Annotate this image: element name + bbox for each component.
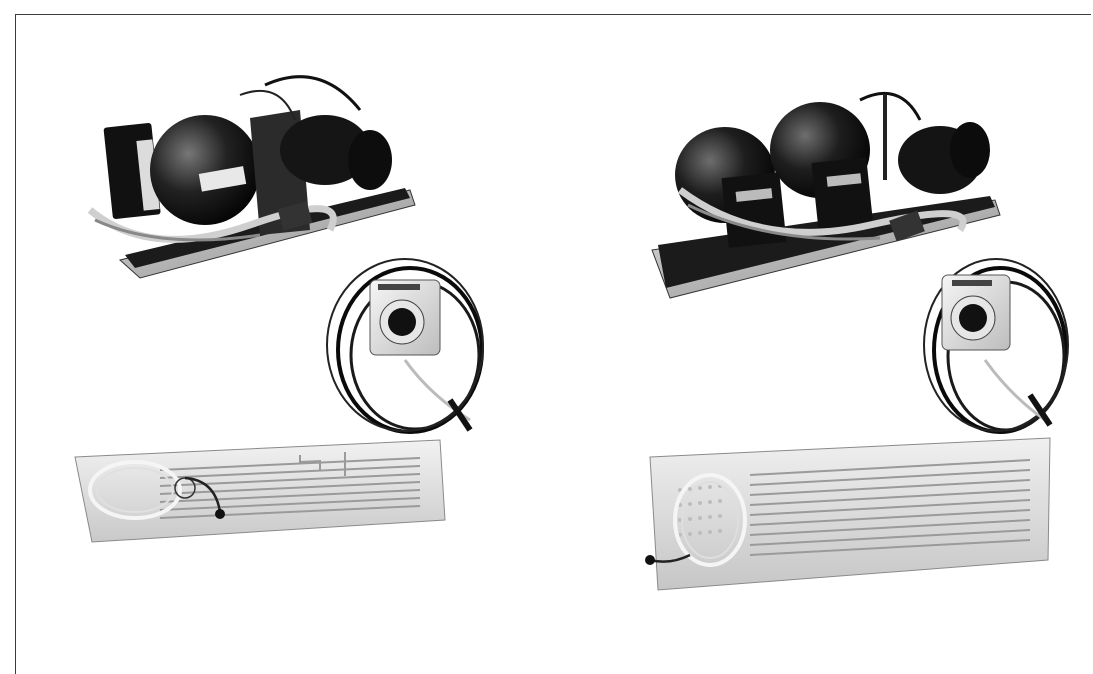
single-kit-illustration — [74, 75, 484, 543]
evaporator-plate — [645, 437, 1051, 591]
evaporator-dot-grid — [678, 484, 722, 537]
thermostat-control — [326, 258, 484, 434]
thermostat-control — [923, 258, 1069, 434]
compressor-unit — [651, 91, 1001, 299]
figure-frame — [15, 14, 1091, 674]
dual-compressor-kit — [540, 0, 1093, 660]
single-compressor-kit — [0, 0, 540, 660]
compressor-unit — [87, 75, 416, 279]
evaporator-plate — [74, 439, 446, 543]
dual-kit-illustration — [645, 91, 1069, 591]
